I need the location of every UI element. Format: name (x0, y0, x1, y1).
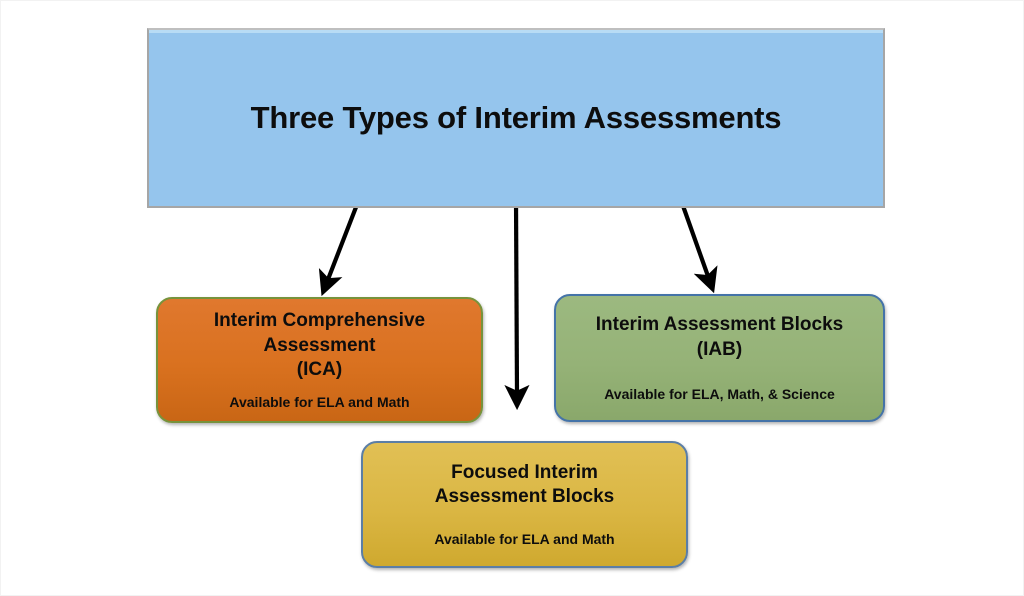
page-title: Three Types of Interim Assessments (250, 99, 782, 135)
arrow-to-fiab (504, 199, 530, 411)
node-ica-title-line1: Interim Comprehensive (213, 309, 426, 331)
node-fiab-subtitle: Available for ELA and Math (434, 531, 615, 548)
node-interim-assessment-blocks[interactable]: Interim Assessment Blocks (IAB) Availabl… (554, 294, 885, 422)
node-focused-interim-assessment-blocks[interactable]: Focused Interim Assessment Blocks Availa… (361, 441, 688, 568)
node-ica-title-line2: Assessment (263, 334, 376, 356)
node-interim-comprehensive-assessment[interactable]: Interim Comprehensive Assessment (ICA) A… (156, 297, 483, 423)
arrow-to-ica (318, 201, 360, 297)
node-ica-title-line3: (ICA) (296, 359, 343, 381)
node-iab-title-line1: Interim Assessment Blocks (595, 314, 844, 336)
node-fiab-title-line2: Assessment Blocks (434, 486, 615, 508)
node-iab-title-line2: (IAB) (696, 338, 743, 360)
node-fiab-title-line1: Focused Interim (451, 461, 598, 483)
node-iab-subtitle: Available for ELA, Math, & Science (604, 385, 835, 402)
arrow-to-iab (680, 202, 718, 294)
node-ica-subtitle: Available for ELA and Math (229, 393, 410, 410)
diagram-title-box: Three Types of Interim Assessments (147, 28, 885, 208)
